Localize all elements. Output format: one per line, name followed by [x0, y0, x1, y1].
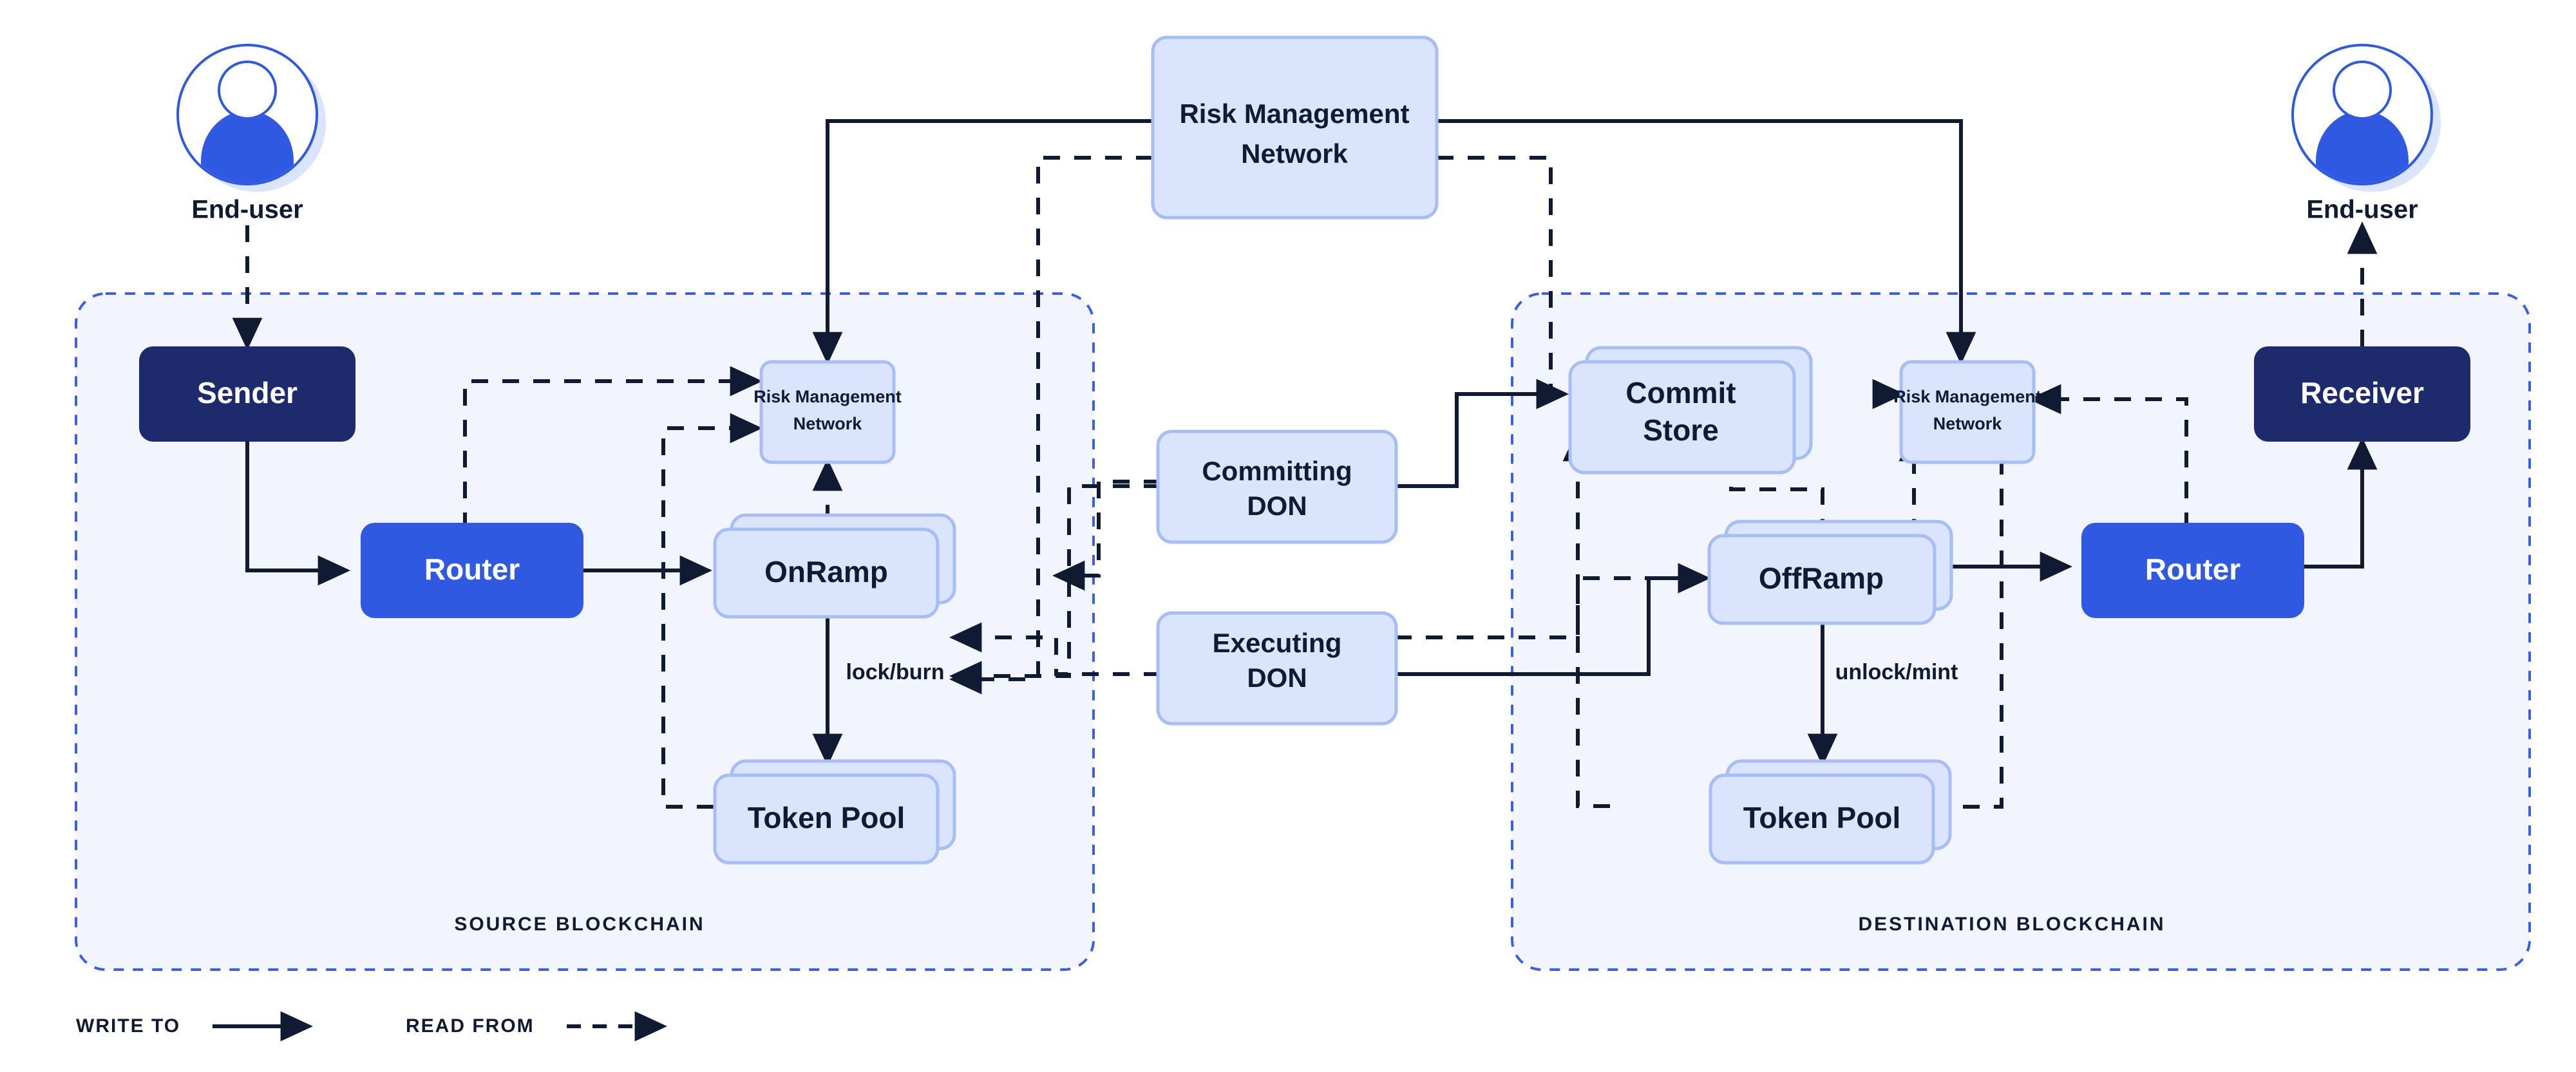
executing-don-line2: DON [1247, 663, 1307, 693]
edge-committing-don-reads-onramp-alt [1052, 480, 1160, 591]
router-destination-label: Router [2145, 552, 2240, 586]
edge-router-reads-source-rmn [463, 366, 762, 529]
read-edges [232, 156, 2378, 809]
edge-rmn-top-reads-onramp [949, 156, 1153, 695]
unlock-mint-label: unlock/mint [1835, 660, 1958, 684]
node-router-destination[interactable]: Router [2081, 523, 2304, 618]
legend-read-from-label: READ FROM [406, 1015, 535, 1037]
committing-don-line2: DON [1247, 491, 1307, 521]
left-end-user: End-user [176, 44, 326, 224]
node-commit-store[interactable]: Commit Store [1568, 346, 1813, 475]
commit-store-line1: Commit [1625, 376, 1736, 409]
edge-sender-to-router [245, 441, 350, 586]
sender-label: Sender [197, 376, 298, 409]
node-onramp[interactable]: OnRamp [713, 513, 956, 619]
router-source-label: Router [424, 552, 520, 586]
rmn-dest-line1: Risk Management [1893, 387, 2041, 406]
onramp-label: OnRamp [764, 555, 888, 588]
edge-commit-store-lower-read [1562, 429, 1610, 808]
node-committing-don[interactable]: Committing DON [1156, 429, 1398, 544]
node-router-source[interactable]: Router [361, 523, 583, 618]
committing-don-line1: Committing [1202, 456, 1352, 486]
edge-rmn-top-to-dest-rmn [1437, 119, 1976, 364]
offramp-label: OffRamp [1759, 561, 1884, 595]
node-receiver[interactable]: Receiver [2254, 346, 2470, 442]
node-offramp[interactable]: OffRamp [1707, 520, 1953, 625]
node-risk-management-network-top[interactable]: Risk Management Network [1151, 35, 1439, 220]
rmn-top-line1: Risk Management [1179, 99, 1409, 129]
rmn-top-line2: Network [1241, 138, 1348, 169]
node-risk-management-network-source[interactable]: Risk Management Network [753, 360, 902, 464]
user-avatar-icon [2291, 44, 2441, 192]
rmn-source-line1: Risk Management [753, 387, 902, 406]
legend-write-to-label: WRITE TO [76, 1015, 180, 1037]
lock-burn-label: lock/burn [846, 660, 944, 684]
edge-router-to-receiver [2304, 437, 2378, 569]
left-end-user-label: End-user [191, 196, 303, 224]
source-blockchain-label: SOURCE BLOCKCHAIN [454, 914, 705, 935]
user-avatar-icon [176, 44, 326, 192]
rmn-source-line2: Network [793, 414, 863, 433]
receiver-label: Receiver [2300, 376, 2424, 409]
node-token-pool-destination[interactable]: Token Pool [1709, 759, 1952, 865]
token-pool-destination-label: Token Pool [1743, 801, 1901, 834]
right-end-user-label: End-user [2306, 196, 2418, 224]
node-sender[interactable]: Sender [139, 346, 355, 442]
edge-tokenpool-reads-source-rmn [661, 413, 762, 809]
node-token-pool-source[interactable]: Token Pool [713, 759, 956, 865]
edge-router-reads-dest-rmn [2029, 384, 2188, 529]
edge-executing-don-reads-onramp [949, 622, 1160, 676]
node-risk-management-network-destination[interactable]: Risk Management Network [1893, 360, 2041, 464]
legend: WRITE TO READ FROM [76, 1011, 667, 1042]
commit-store-line2: Store [1643, 413, 1719, 447]
edge-rmn-top-reads-commit-store [1437, 156, 1569, 409]
rmn-dest-line2: Network [1933, 414, 2003, 433]
edge-rmn-top-to-source-rmn [812, 119, 1153, 364]
node-executing-don[interactable]: Executing DON [1156, 611, 1398, 726]
executing-don-line1: Executing [1213, 628, 1342, 658]
edge-tokenpool-reads-dest-rmn [1932, 429, 2017, 809]
destination-blockchain-label: DESTINATION BLOCKCHAIN [1858, 914, 2165, 935]
token-pool-source-label: Token Pool [748, 801, 905, 834]
right-end-user: End-user [2291, 44, 2441, 224]
edge-committing-don-to-commit-store [1395, 379, 1569, 488]
